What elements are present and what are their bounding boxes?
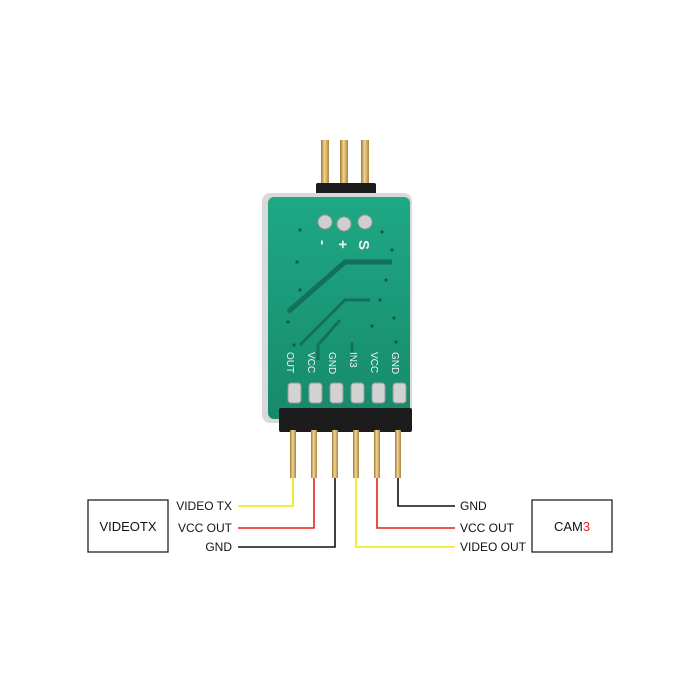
top-pin-minus-leg: [321, 140, 329, 190]
silk-bottom-vcc2: VCC: [368, 352, 379, 373]
wire-vcc-out-right: [376, 478, 455, 529]
pcb-trace: [286, 259, 392, 314]
label-video-tx: VIDEO TX: [176, 499, 232, 513]
pcb-board: - + S OUT VCC GND IN3 VCC GND: [262, 193, 412, 423]
videotx-box: VIDEOTX: [87, 499, 169, 553]
silk-bottom-vcc: VCC: [305, 352, 316, 373]
pad-signal: [357, 214, 373, 230]
pcb-trace: [316, 319, 342, 360]
cam-label-prefix: CAM: [554, 519, 583, 534]
videotx-label: VIDEOTX: [99, 519, 156, 534]
wire-video-tx: [238, 478, 294, 507]
label-gnd-right: GND: [460, 499, 487, 513]
silk-bottom-out: OUT: [284, 352, 295, 373]
wire-gnd-right: [397, 478, 455, 507]
top-pin-signal-leg: [361, 140, 369, 190]
bottom-header-housing: [279, 408, 412, 432]
cam-frame: [531, 499, 613, 553]
videotx-frame: [87, 499, 169, 553]
wire-video-out: [355, 478, 455, 548]
pad-plus: [336, 216, 352, 232]
label-gnd-left: GND: [205, 540, 232, 554]
label-vcc-out-right: VCC OUT: [460, 521, 515, 535]
pad-minus: [317, 214, 333, 230]
top-pin-plus-leg: [340, 140, 348, 190]
pcb-trace: [298, 298, 370, 347]
bottom-pin-header: [279, 408, 412, 478]
label-video-out: VIDEO OUT: [460, 540, 527, 554]
cam-label: CAM3: [554, 519, 590, 534]
silk-top-minus: -: [314, 240, 331, 245]
bottom-pin-legs: [290, 430, 401, 478]
silk-bottom-in3: IN3: [347, 352, 358, 368]
bottom-pads: [287, 382, 407, 404]
label-vcc-out-left: VCC OUT: [178, 521, 233, 535]
cam-box: CAM3: [531, 499, 613, 553]
silk-top-plus: +: [334, 240, 351, 249]
silk-bottom-gnd: GND: [326, 352, 337, 374]
cam-label-number: 3: [583, 519, 590, 534]
silk-top-signal: S: [355, 240, 372, 250]
pcb-vias: [286, 228, 398, 347]
silk-bottom-gnd2: GND: [389, 352, 400, 374]
wire-gnd-left: [238, 478, 336, 548]
wires: [238, 478, 455, 548]
wire-vcc-out-left: [238, 478, 315, 529]
